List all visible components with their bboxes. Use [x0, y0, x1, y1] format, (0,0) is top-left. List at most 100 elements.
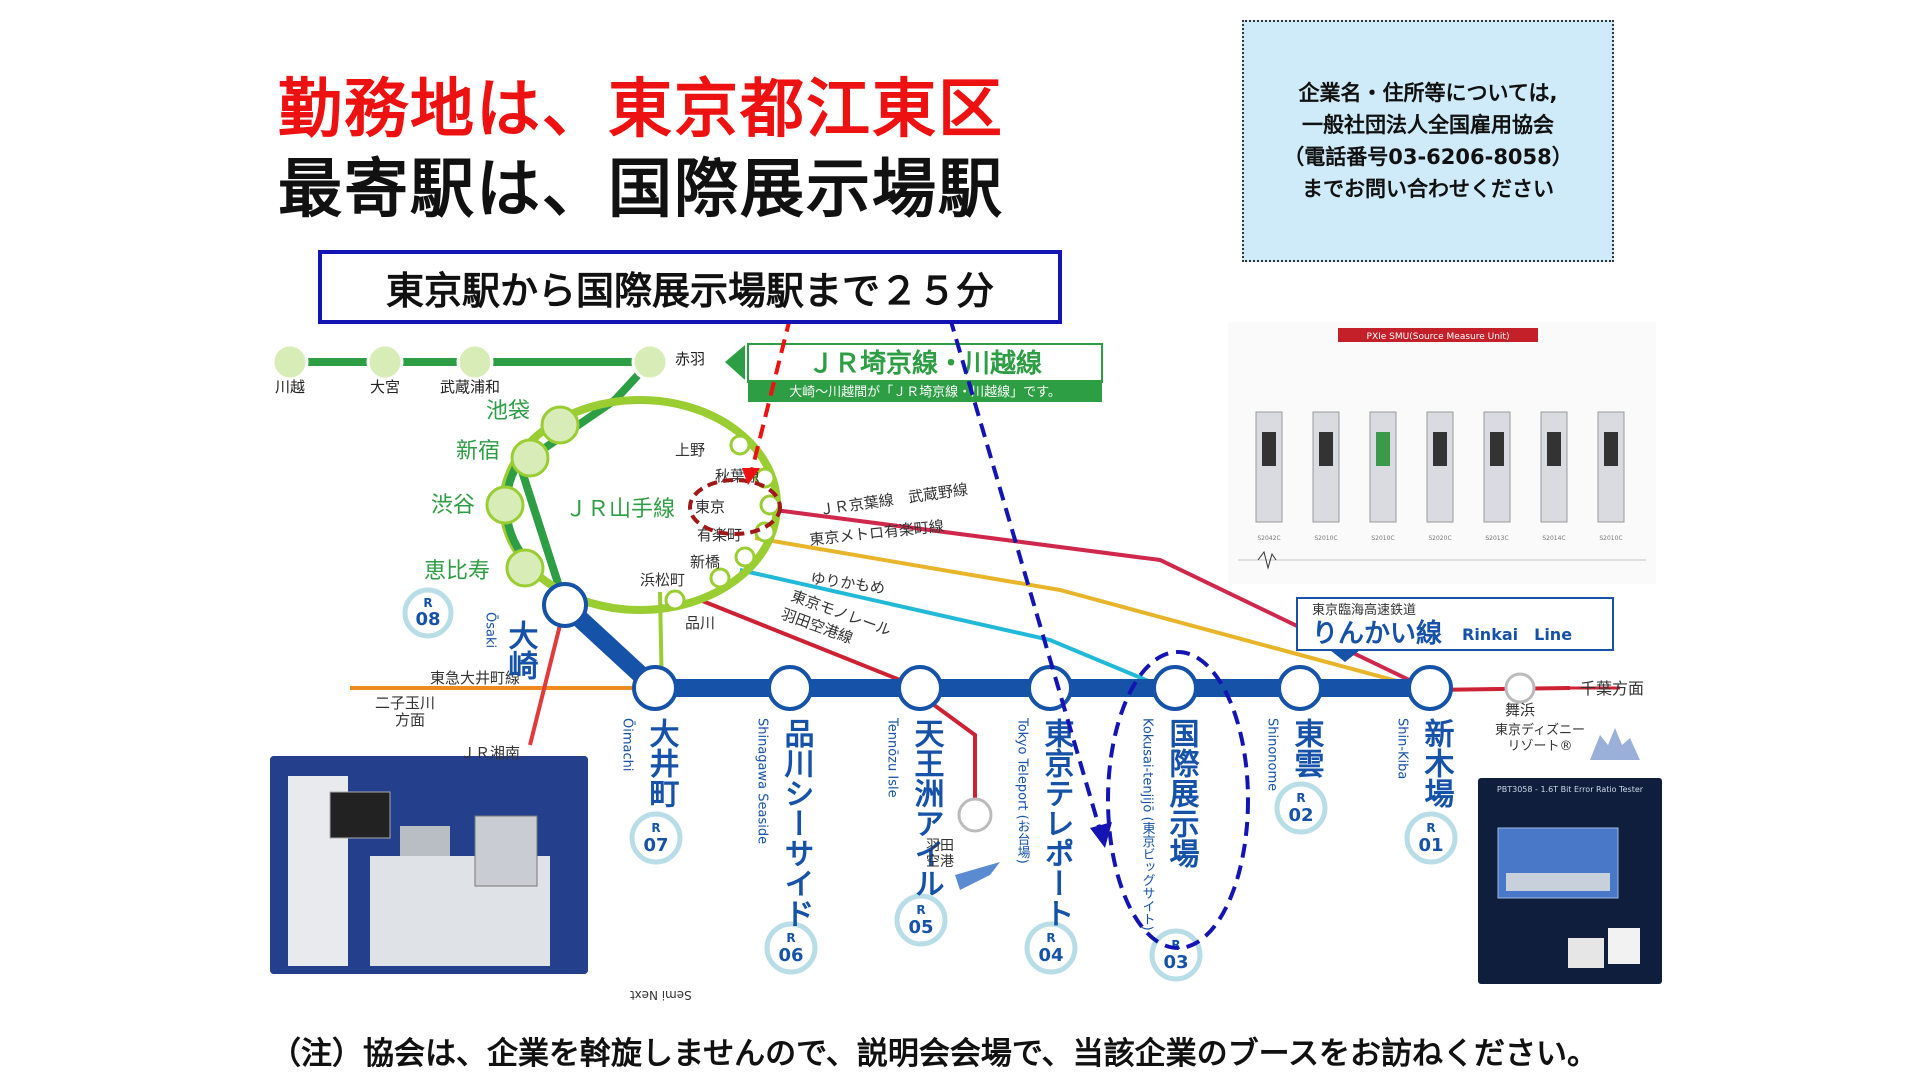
semi-next-caption: Semi Next — [630, 988, 692, 1002]
yurikamome-line — [739, 568, 1171, 692]
rinkai-code: 04 — [1038, 945, 1063, 966]
yamanote-station — [540, 405, 580, 445]
rinkai-code-badge — [894, 893, 948, 947]
disney-label: 東京ディズニー — [1495, 722, 1585, 738]
line-label: ＪＲ京葉線 武蔵野線 — [818, 480, 969, 519]
disney-label-2: リゾート® — [1507, 739, 1572, 754]
red-pointer-line — [750, 317, 792, 471]
yamanote-station-label: 恵比寿 — [424, 559, 490, 584]
rinkai-station-romaji: Shinonome — [1265, 718, 1280, 791]
rinkai-name-jp: りんかい線 — [1312, 618, 1442, 649]
smu-module — [1540, 411, 1568, 523]
haneda-label-2: 空港 — [926, 854, 954, 870]
rinkai-code-prefix: R — [916, 903, 925, 917]
smu-module-connector — [1604, 432, 1618, 466]
smu-module-code: S2014C — [1542, 535, 1565, 542]
contact-line: 企業名・住所等については, — [1298, 81, 1558, 105]
yamanote-station — [664, 589, 686, 611]
rinkai-station-romaji: Tennōzu Isle — [885, 717, 900, 798]
yamanote-station-label: 東京 — [695, 498, 725, 516]
smu-module — [1483, 411, 1511, 523]
smu-module-connector — [1319, 432, 1333, 466]
annotations — [688, 317, 1250, 950]
monorail-line — [699, 598, 977, 812]
equipment-handler — [400, 826, 450, 856]
rinkai-station-romaji: Kokusai-tenjijō (東京ビッグサイト) — [1140, 718, 1156, 931]
smu-module-code: S2010C — [1371, 535, 1394, 542]
keiyo-extension-line — [1429, 686, 1571, 692]
yamanote-station — [754, 521, 776, 543]
saikyo-note-bar — [748, 380, 1102, 402]
haneda-station — [957, 797, 993, 833]
osaki-code-badge — [402, 587, 454, 639]
semi-equipment-graphic — [270, 756, 588, 974]
smu-module — [1597, 411, 1625, 523]
maihama-station — [1504, 672, 1536, 704]
line-label: 羽田空港線 — [779, 605, 856, 648]
rinkai-company-label: 東京臨海高速鉄道 — [1312, 602, 1416, 618]
saikyo-note: 大崎〜川越間が「ＪＲ埼京線・川越線」です。 — [789, 384, 1061, 400]
rinkai-station-romaji: Shin-Kiba — [1395, 718, 1410, 779]
yamanote-line-name: ＪＲ山手線 — [565, 497, 675, 522]
smu-module-connector — [1433, 432, 1447, 466]
line-label: 東京モノレール — [789, 587, 894, 640]
blue-pointer-head — [1090, 822, 1112, 848]
yamanote-station — [709, 567, 731, 589]
saikyo-station — [366, 343, 404, 381]
osaki-code-prefix: R — [423, 596, 432, 610]
yamanote-station — [759, 494, 781, 516]
rinkai-station-name: 東雲 — [1289, 718, 1325, 779]
rinkai-code-prefix: R — [1426, 821, 1435, 835]
yamanote-station-label: 品川 — [685, 614, 715, 632]
jr-shonan-line — [528, 604, 567, 746]
kokusai-highlight-ring — [1106, 650, 1250, 950]
futako-label: 二子玉川 — [375, 694, 435, 712]
contact-line: （電話番号03-6206-8058） — [1283, 145, 1573, 169]
futako-label-2: 方面 — [395, 711, 425, 729]
yamanote-station — [510, 438, 550, 478]
rinkai-code-badge — [764, 921, 818, 975]
rinkai-code: 01 — [1418, 835, 1443, 856]
rinkai-code-prefix: R — [1046, 931, 1055, 945]
saikyo-station — [271, 343, 309, 381]
saikyo-station — [631, 343, 669, 381]
smu-module-connector — [1376, 432, 1390, 466]
keihin-link-line — [658, 591, 664, 696]
bert-module-1 — [1568, 938, 1604, 968]
line-label: 東京メトロ有楽町線 — [809, 517, 945, 549]
line-label: 東急大井町線 — [430, 669, 520, 687]
rinkai-banner-pointer — [1330, 650, 1360, 662]
yamanote-station-label: 有楽町 — [697, 526, 742, 544]
osaki-romaji: Ōsaki — [483, 612, 498, 648]
smu-module-connector — [1547, 432, 1561, 466]
rinkai-station — [632, 665, 678, 711]
bert-caption: PBT3058 - 1.6T Bit Error Ratio Tester — [1497, 785, 1644, 794]
tokyo-highlight-ring — [688, 478, 782, 536]
equipment-chamber — [474, 815, 538, 887]
bert-device-graphic: PBT3058 - 1.6T Bit Error Ratio Tester — [1497, 785, 1644, 968]
saikyo-arrow — [725, 345, 745, 380]
rinkai-code-badge — [629, 811, 683, 865]
smu-module — [1426, 411, 1454, 523]
rinkai-code-badge — [1024, 921, 1078, 975]
rinkai-banner — [1296, 597, 1614, 651]
osaki-name: 大崎 — [503, 620, 539, 680]
yamanote-station-label: 池袋 — [486, 399, 530, 424]
rinkai-code-prefix: R — [1171, 938, 1180, 952]
bert-front-panel — [1506, 873, 1610, 891]
rinkai-station — [897, 665, 943, 711]
saikyo-line — [290, 358, 660, 607]
rinkai-code: 06 — [778, 945, 803, 966]
yamanote-station — [485, 485, 525, 525]
semi-equipment-photo — [270, 756, 588, 974]
contact-info-box: 企業名・住所等については, 一般社団法人全国雇用協会 （電話番号03-6206-… — [1242, 20, 1614, 262]
rinkai-name-en: Rinkai Line — [1462, 625, 1572, 644]
rinkai-code-badge — [1404, 811, 1458, 865]
yamanote-station — [505, 548, 545, 588]
saikyo-overlay-arc — [502, 457, 534, 568]
saikyo-station — [456, 343, 494, 381]
osaki-code: 08 — [415, 609, 440, 630]
